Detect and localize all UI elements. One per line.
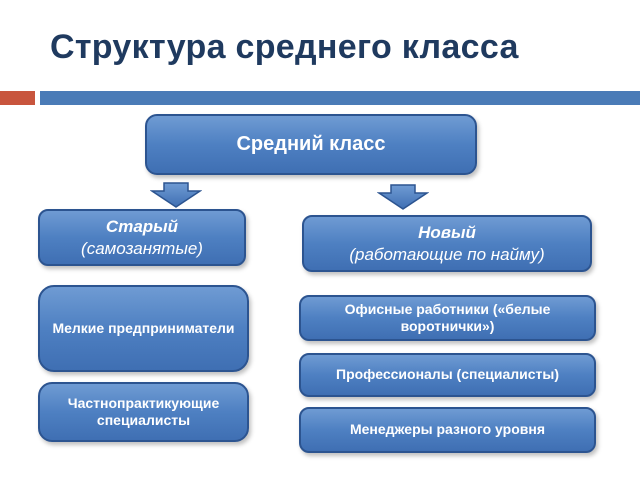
- down-arrow-icon: [377, 184, 429, 210]
- node-professionals: Профессионалы (специалисты): [299, 353, 596, 397]
- node-office-workers: Офисные работники («белые воротнички»): [299, 295, 596, 341]
- root-node-middle-class: Средний класс: [145, 114, 477, 175]
- node-managers: Менеджеры разного уровня: [299, 407, 596, 453]
- node-label: Частнопрактикующие специалисты: [67, 394, 220, 429]
- node-old-title: Старый: [105, 217, 179, 237]
- node-small-entrepreneurs: Мелкие предприниматели: [38, 285, 249, 372]
- node-old-subtitle: (самозанятые): [81, 238, 203, 258]
- down-arrow-icon: [150, 182, 202, 208]
- node-new-middle-class: Новый (работающие по найму): [302, 215, 592, 272]
- node-label: Мелкие предприниматели: [52, 319, 235, 336]
- node-label: Офисные работники («белые воротнички»): [344, 300, 551, 335]
- slide-title: Структура среднего класса: [50, 28, 519, 66]
- title-rule-accent: [0, 91, 35, 105]
- node-private-practitioners: Частнопрактикующие специалисты: [38, 382, 249, 442]
- node-new-title: Новый: [418, 223, 476, 243]
- root-node-label: Средний класс: [236, 133, 386, 155]
- node-label: Менеджеры разного уровня: [349, 421, 545, 438]
- title-rule: [40, 91, 640, 105]
- node-old-middle-class: Старый (самозанятые): [38, 209, 246, 266]
- node-new-subtitle: (работающие по найму): [349, 244, 545, 264]
- node-label: Профессионалы (специалисты): [336, 366, 559, 383]
